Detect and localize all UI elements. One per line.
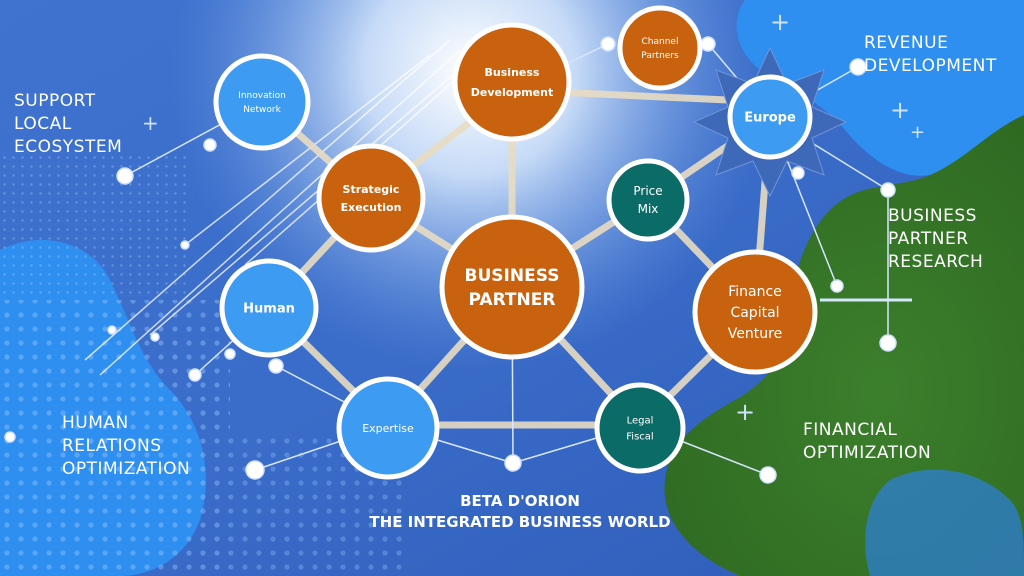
node-expertise: Expertise <box>336 376 440 480</box>
node-circle <box>213 53 311 151</box>
node-circle <box>617 5 703 91</box>
node-circle <box>439 214 585 360</box>
footer-title: BETA D'ORION THE INTEGRATED BUSINESS WOR… <box>330 491 710 533</box>
light-streaks <box>84 39 471 376</box>
label-human-relations-optimization: HUMAN RELATIONS OPTIMIZATION <box>62 413 191 479</box>
node-label: Europe <box>744 111 796 126</box>
blue-blob-top-right <box>736 0 1024 176</box>
footer-line-1: BETA D'ORION <box>460 492 580 510</box>
node-human: Human <box>219 258 319 358</box>
svg-text:+: + <box>890 96 910 124</box>
dot-texture-left <box>0 300 230 576</box>
dot-texture-upper-left <box>0 150 190 300</box>
label-revenue-development: REVENUE DEVELOPMENT <box>864 33 997 76</box>
label-support-local-ecosystem: SUPPORT LOCAL ECOSYSTEM <box>14 91 123 157</box>
node-circle <box>606 158 690 242</box>
blue-blob-bottom-right <box>865 469 1024 576</box>
label-business-partner-research: BUSINESS PARTNER RESEARCH <box>888 206 984 272</box>
svg-text:+: + <box>770 8 790 36</box>
node-label: Expertise <box>362 422 414 435</box>
footer-line-2: THE INTEGRATED BUSINESS WORLD <box>369 513 671 531</box>
node-circle <box>452 22 572 142</box>
label-financial-optimization: FINANCIAL OPTIMIZATION <box>803 420 932 463</box>
node-circle <box>594 382 686 474</box>
node-circle <box>727 74 813 160</box>
svg-text:+: + <box>910 122 925 143</box>
green-landmass <box>664 115 1024 576</box>
node-circle <box>692 249 818 375</box>
node-label: Human <box>243 302 295 317</box>
svg-text:+: + <box>735 398 755 426</box>
sparkle-icons: + + + + + <box>142 8 925 426</box>
node-europe: Europe <box>727 74 813 160</box>
node-circle <box>219 258 319 358</box>
svg-text:+: + <box>142 111 159 135</box>
node-circle <box>336 376 440 480</box>
pointer-dots <box>4 36 897 484</box>
node-circle <box>316 143 426 253</box>
